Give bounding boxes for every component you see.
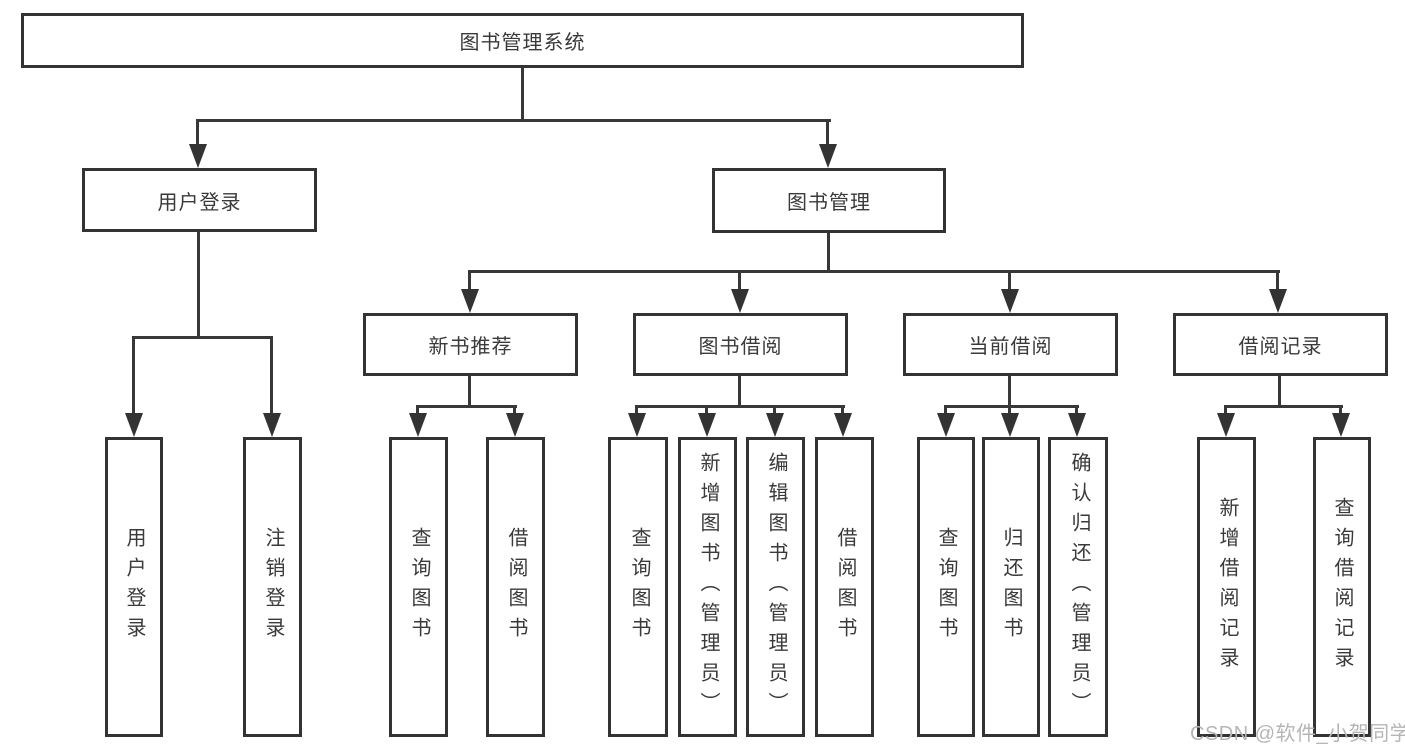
arrow-down-icon [461,289,479,313]
connector-line [468,270,471,291]
leaf-borrow-add-books-admin: 新增图书（管理员） [678,437,737,737]
arrow-down-icon [731,289,749,313]
connector-line [827,233,830,273]
connector-line [197,119,831,122]
connector-line [1276,270,1279,291]
leaf-newbook-borrow-books: 借阅图书 [486,437,545,737]
node-current-borrowing: 当前借阅 [903,313,1118,376]
connector-line [635,405,638,415]
connector-line [270,336,273,415]
arrow-down-icon [409,413,427,437]
leaf-borrow-edit-books-admin: 编辑图书（管理员） [746,437,805,737]
arrow-down-icon [834,413,852,437]
connector-line [1008,270,1011,291]
connector-line [468,376,471,407]
arrow-down-icon [937,413,955,437]
leaf-borrow-borrow-books: 借阅图书 [815,437,874,737]
connector-line [1008,405,1011,415]
arrow-down-icon [506,413,524,437]
arrow-down-icon [698,413,716,437]
connector-line [1008,376,1011,407]
connector-line [841,405,844,415]
arrow-down-icon [819,144,837,168]
connector-line [416,405,517,408]
arrow-down-icon [189,144,207,168]
leaf-user-login: 用户登录 [105,437,163,737]
leaf-borrow-query-books: 查询图书 [608,437,668,737]
arrow-down-icon [1269,289,1287,313]
watermark: CSDN @软件_小贺同学 [1190,723,1405,745]
arrow-down-icon [766,413,784,437]
connector-line [521,68,524,122]
arrow-down-icon [263,413,281,437]
node-new-book-recommendation: 新书推荐 [363,313,578,376]
connector-line [944,405,1079,408]
connector-line [132,336,135,415]
node-user-login: 用户登录 [82,168,317,232]
connector-line [738,376,741,407]
connector-line [773,405,776,415]
connector-line [705,405,708,415]
connector-line [738,270,741,291]
connector-line [1278,376,1281,407]
connector-line [197,232,200,338]
node-book-management: 图书管理 [712,168,946,233]
connector-line [1075,405,1078,415]
leaf-records-query-record: 查询借阅记录 [1313,437,1371,737]
leaf-records-add-record: 新增借阅记录 [1197,437,1256,737]
node-library-management-system: 图书管理系统 [21,13,1024,68]
arrow-down-icon [125,413,143,437]
connector-line [1224,405,1227,415]
node-borrowing-records: 借阅记录 [1173,313,1388,376]
connector-line [132,336,273,339]
connector-line [196,119,199,147]
leaf-current-confirm-return-admin: 确认归还（管理员） [1048,437,1108,737]
connector-line [826,119,829,147]
connector-line [944,405,947,415]
arrow-down-icon [1217,413,1235,437]
arrow-down-icon [1001,413,1019,437]
connector-line [416,405,419,415]
connector-line [1339,405,1342,415]
connector-line [1224,405,1343,408]
arrow-down-icon [628,413,646,437]
connector-line [513,405,516,415]
node-book-borrowing: 图书借阅 [633,313,848,376]
leaf-logout: 注销登录 [243,437,302,737]
arrow-down-icon [1001,289,1019,313]
leaf-current-return-books: 归还图书 [982,437,1040,737]
connector-line [468,270,1280,273]
leaf-newbook-query-books: 查询图书 [389,437,448,737]
arrow-down-icon [1332,413,1350,437]
connector-line [635,405,845,408]
arrow-down-icon [1068,413,1086,437]
leaf-current-query-books: 查询图书 [917,437,975,737]
